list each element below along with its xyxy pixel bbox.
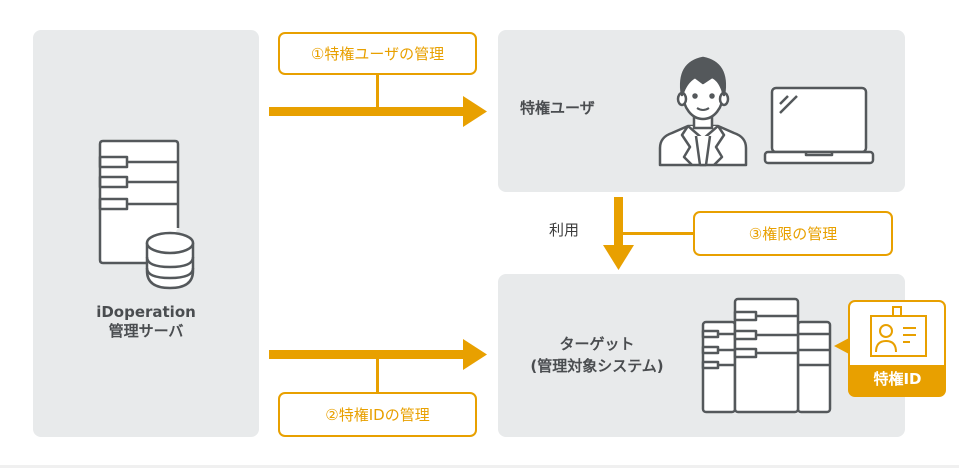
server-role: 管理サーバ — [108, 322, 184, 340]
id-card-icon — [834, 300, 946, 397]
target-panel — [498, 274, 905, 437]
flow-arrow-2 — [269, 339, 487, 392]
callout-privileged-user-management: ①特権ユーザの管理 — [278, 32, 477, 75]
flow-arrow-3 — [603, 197, 693, 270]
callout-permission-management: ③権限の管理 — [693, 211, 893, 256]
callout-label: ②特権IDの管理 — [325, 406, 430, 424]
target-title: ターゲット — [559, 335, 635, 353]
bottom-divider — [0, 465, 959, 468]
flow-arrow-1 — [269, 75, 487, 127]
server-rack-icon — [701, 297, 832, 414]
target-label: ターゲット (管理対象システム) — [512, 333, 682, 377]
server-name: iDoperation — [96, 303, 196, 321]
privileged-user-label: 特権ユーザ — [520, 99, 595, 117]
laptop-icon — [763, 86, 875, 165]
businessman-icon — [658, 56, 748, 167]
target-subtitle: (管理対象システム) — [530, 357, 664, 375]
privileged-id-badge-label: 特権ID — [873, 370, 922, 388]
callout-label: ③権限の管理 — [748, 225, 838, 243]
callout-privileged-id-management: ②特権IDの管理 — [278, 392, 477, 437]
use-label: 利用 — [549, 221, 580, 239]
server-database-icon — [98, 139, 195, 290]
server-label: iDoperation 管理サーバ — [33, 303, 259, 341]
callout-label: ①特権ユーザの管理 — [310, 45, 445, 63]
